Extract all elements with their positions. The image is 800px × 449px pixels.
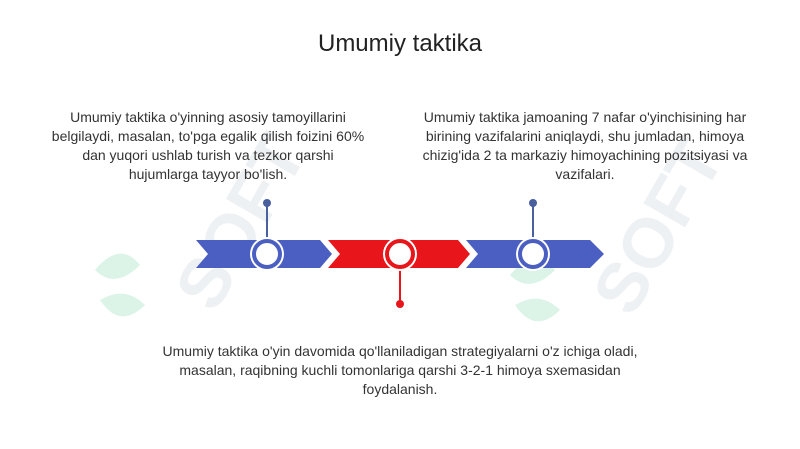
milestone-node-right bbox=[516, 237, 550, 271]
note-right: Umumiy taktika jamoaning 7 nafar o'yinch… bbox=[422, 109, 748, 182]
note-left: Umumiy taktika o'yinning asosiy tamoyill… bbox=[51, 109, 365, 182]
milestone-node-center bbox=[383, 237, 417, 271]
page-title: Umumiy taktika bbox=[317, 30, 483, 57]
pin-bottom bbox=[396, 268, 404, 308]
pin-right bbox=[529, 199, 537, 240]
milestone-node-left bbox=[250, 237, 284, 271]
note-bottom: Umumiy taktika o'yin davomida qo'llanila… bbox=[162, 343, 638, 397]
pin-left bbox=[263, 199, 271, 240]
